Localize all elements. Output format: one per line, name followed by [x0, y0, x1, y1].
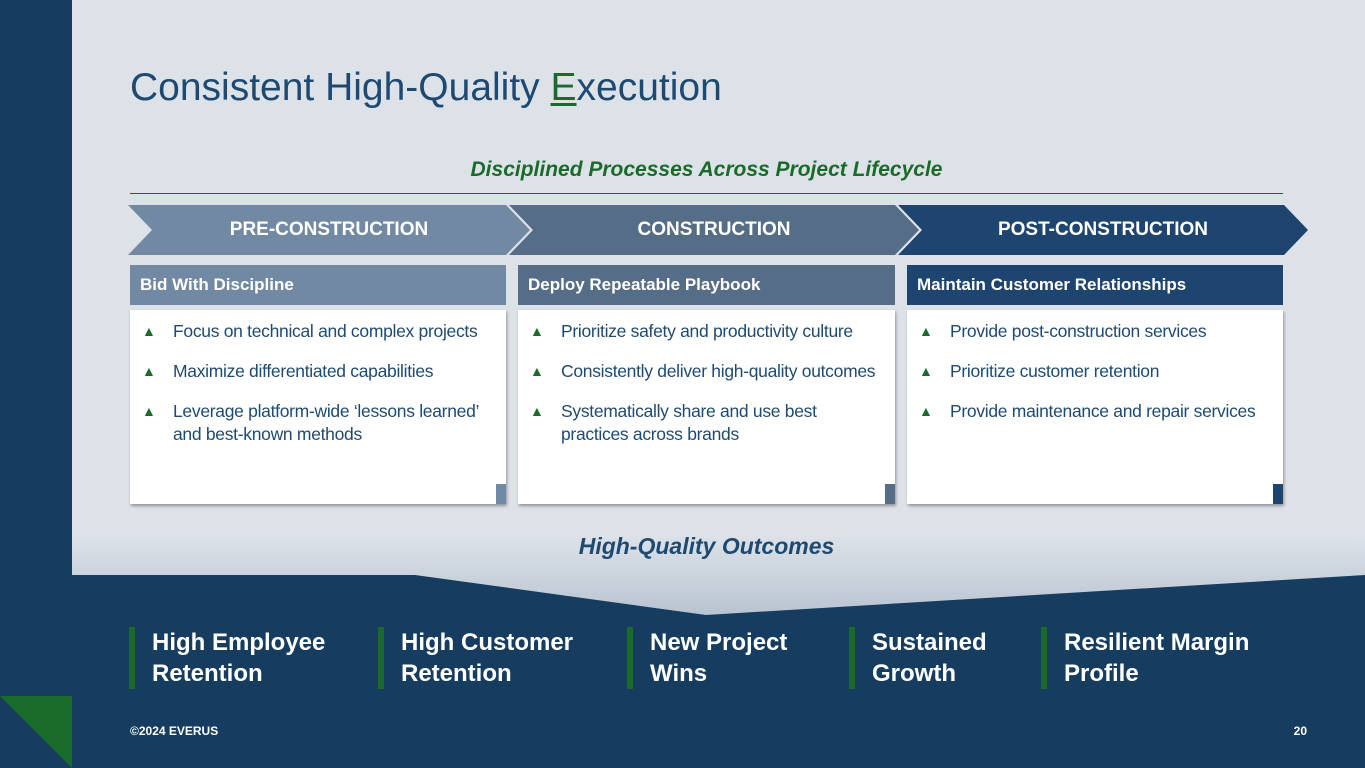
card-tab — [885, 484, 895, 504]
page-title: Consistent High-Quality Execution — [130, 66, 722, 109]
phase-arrow-post-construction: POST-CONSTRUCTION — [898, 205, 1308, 255]
phase-arrow-construction: CONSTRUCTION — [509, 205, 919, 255]
outcome-item: New Project Wins — [627, 627, 827, 689]
lifecycle-subtitle: Disciplined Processes Across Project Lif… — [470, 158, 943, 181]
card-tab — [496, 484, 506, 504]
bullet-item: ▲Leverage platform-wide ‘lessons learned… — [142, 401, 479, 444]
bullet-item: ▲Prioritize customer retention — [919, 361, 1160, 381]
triangle-bullet-icon: ▲ — [530, 363, 544, 379]
phase-header: Bid With Discipline — [130, 265, 506, 305]
phase-card: ▲Prioritize safety and productivity cult… — [518, 310, 895, 504]
phase-header: Deploy Repeatable Playbook — [518, 265, 895, 305]
outcomes-title: High-Quality Outcomes — [578, 533, 835, 559]
corner-triangle — [0, 696, 72, 768]
phase-arrow-pre-construction: PRE-CONSTRUCTION — [128, 205, 530, 255]
phase-card: ▲Focus on technical and complex projects… — [130, 310, 506, 504]
outcome-item: High Customer Retention — [378, 627, 608, 689]
triangle-bullet-icon: ▲ — [530, 403, 544, 419]
outcome-item: High Employee Retention — [129, 627, 359, 689]
copyright: ©2024 EVERUS — [130, 724, 219, 738]
triangle-bullet-icon: ▲ — [919, 363, 933, 379]
phase-header: Maintain Customer Relationships — [907, 265, 1283, 305]
bullet-item: ▲Provide maintenance and repair services — [919, 401, 1256, 421]
triangle-bullet-icon: ▲ — [142, 363, 156, 379]
bullet-item: ▲Systematically share and use best pract… — [530, 401, 817, 444]
bullet-item: ▲Provide post-construction services — [919, 321, 1207, 341]
divider — [130, 193, 1283, 194]
bullet-item: ▲Prioritize safety and productivity cult… — [530, 321, 853, 341]
triangle-bullet-icon: ▲ — [919, 323, 933, 339]
bullet-item: ▲Maximize differentiated capabilities — [142, 361, 434, 381]
outcome-item: Resilient Margin Profile — [1041, 627, 1261, 689]
bullet-item: ▲Consistently deliver high-quality outco… — [530, 361, 876, 381]
triangle-bullet-icon: ▲ — [142, 323, 156, 339]
bullet-item: ▲Focus on technical and complex projects — [142, 321, 478, 341]
card-tab — [1273, 484, 1283, 504]
triangle-bullet-icon: ▲ — [530, 323, 544, 339]
triangle-bullet-icon: ▲ — [142, 403, 156, 419]
page-number: 20 — [1293, 724, 1307, 738]
outcome-item: Sustained Growth — [849, 627, 1019, 689]
triangle-bullet-icon: ▲ — [919, 403, 933, 419]
phase-card: ▲Provide post-construction services ▲Pri… — [907, 310, 1283, 504]
